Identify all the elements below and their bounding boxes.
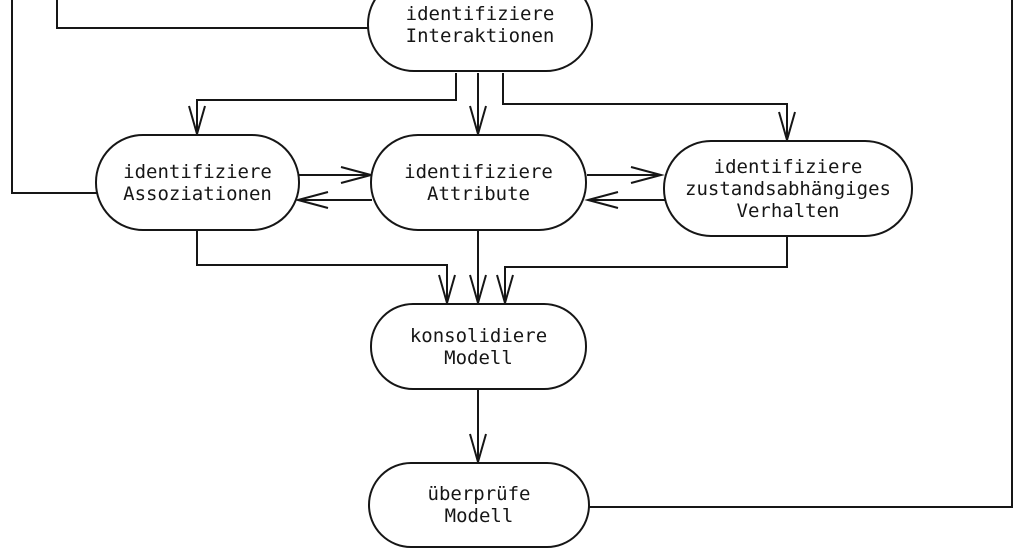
edge-assoziationen-konsolidiere [196,231,456,307]
node-identifiziere-assoziationen: identifiziere Assoziationen [95,134,300,231]
node-label-identifiziere-zustandsabhaengiges-verhalten: identifiziere zustandsabhängiges Verhalt… [685,155,891,222]
edge-attribute-konsolidiere [469,231,487,307]
edge-feedback-to-interaktionen [56,0,369,29]
node-label-konsolidiere-modell: konsolidiere Modell [409,324,548,369]
node-label-ueberpruefe-modell: überprüfe Modell [427,483,531,527]
edge-attribute-assoziationen [294,191,372,209]
edge-feedback-to-assoziationen [11,0,97,194]
node-identifiziere-attribute: identifiziere Attribute [370,134,587,231]
edge-konsolidiere-ueberpruefe [469,389,487,466]
edge-interaktionen-attribute [469,73,487,138]
node-konsolidiere-modell: konsolidiere Modell [370,303,587,390]
edge-attribute-verhalten [587,166,665,184]
node-identifiziere-interaktionen: identifiziere Interaktionen [367,0,593,72]
edge-ueberpruefe-feedback-loop [589,0,1013,508]
node-label-identifiziere-assoziationen: identifiziere Assoziationen [123,160,272,205]
edge-verhalten-attribute [584,191,665,209]
node-label-identifiziere-attribute: identifiziere Attribute [404,160,553,205]
node-label-identifiziere-interaktionen: identifiziere Interaktionen [405,2,555,47]
node-identifiziere-zustandsabhaengiges-verhalten: identifiziere zustandsabhängiges Verhalt… [663,140,913,237]
edge-interaktionen-assoziationen [188,73,457,138]
edge-interaktionen-verhalten [502,73,796,144]
edge-assoziationen-attribute [299,166,375,184]
edge-verhalten-konsolidiere [496,236,788,307]
node-ueberpruefe-modell: überprüfe Modell [368,462,590,548]
